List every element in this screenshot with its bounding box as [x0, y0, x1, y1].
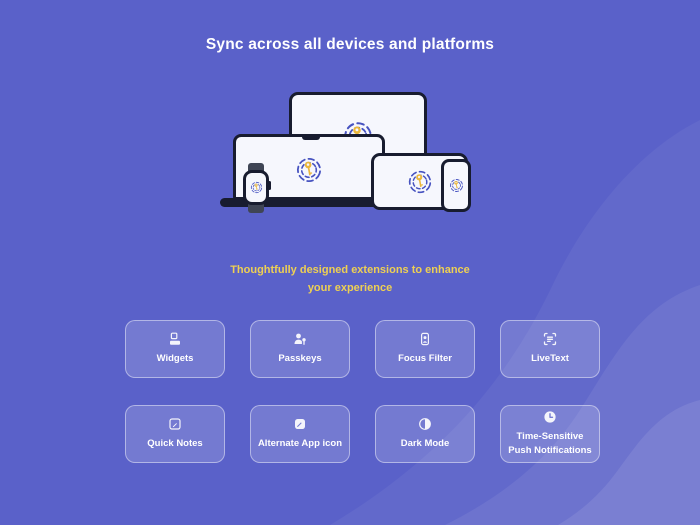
app-logo-icon [407, 169, 433, 195]
watch-screen [246, 173, 266, 202]
app-logo-icon [449, 178, 464, 193]
app-logo-icon [250, 181, 263, 194]
livetext-icon [543, 332, 557, 346]
passkeys-icon [294, 333, 306, 346]
feature-card-label: Time-Sensitive Push Notifications [508, 431, 592, 456]
feature-card-label: Focus Filter [398, 353, 452, 365]
watch-illustration [243, 170, 269, 205]
watch-crown [268, 181, 271, 190]
devices-illustration [0, 85, 700, 220]
widgets-icon [170, 332, 180, 345]
watch-band [248, 163, 264, 173]
time-sensitive-icon [544, 411, 556, 423]
feature-card-livetext: LiveText [500, 320, 600, 378]
dark-mode-icon [419, 418, 431, 431]
extensions-subtitle: Thoughtfully designed extensions to enha… [230, 264, 470, 295]
feature-cards-grid: Widgets Passkeys Focus Filter [125, 320, 600, 463]
feature-card-label: Passkeys [278, 353, 322, 365]
page-title: Sync across all devices and platforms [205, 36, 495, 53]
focus-filter-icon [420, 332, 430, 346]
feature-card-label: LiveText [531, 353, 569, 365]
feature-card-passkeys: Passkeys [250, 320, 350, 378]
feature-card-label: Alternate App icon [257, 438, 343, 450]
watch-band [248, 204, 264, 213]
feature-card-label: Quick Notes [147, 438, 203, 450]
laptop-base [220, 198, 412, 207]
phone-illustration [441, 159, 471, 212]
feature-card-alternate-app-icon: Alternate App icon [250, 405, 350, 463]
quick-notes-icon [169, 418, 181, 430]
laptop-notch [302, 136, 320, 140]
feature-card-label: Dark Mode [400, 438, 450, 450]
feature-card-widgets: Widgets [125, 320, 225, 378]
feature-card-dark-mode: Dark Mode [375, 405, 475, 463]
alternate-app-icon [295, 419, 305, 430]
feature-card-time-sensitive: Time-Sensitive Push Notifications [500, 405, 600, 463]
app-logo-icon [295, 156, 323, 184]
feature-card-focus-filter: Focus Filter [375, 320, 475, 378]
feature-card-label: Widgets [156, 353, 194, 365]
feature-card-quick-notes: Quick Notes [125, 405, 225, 463]
